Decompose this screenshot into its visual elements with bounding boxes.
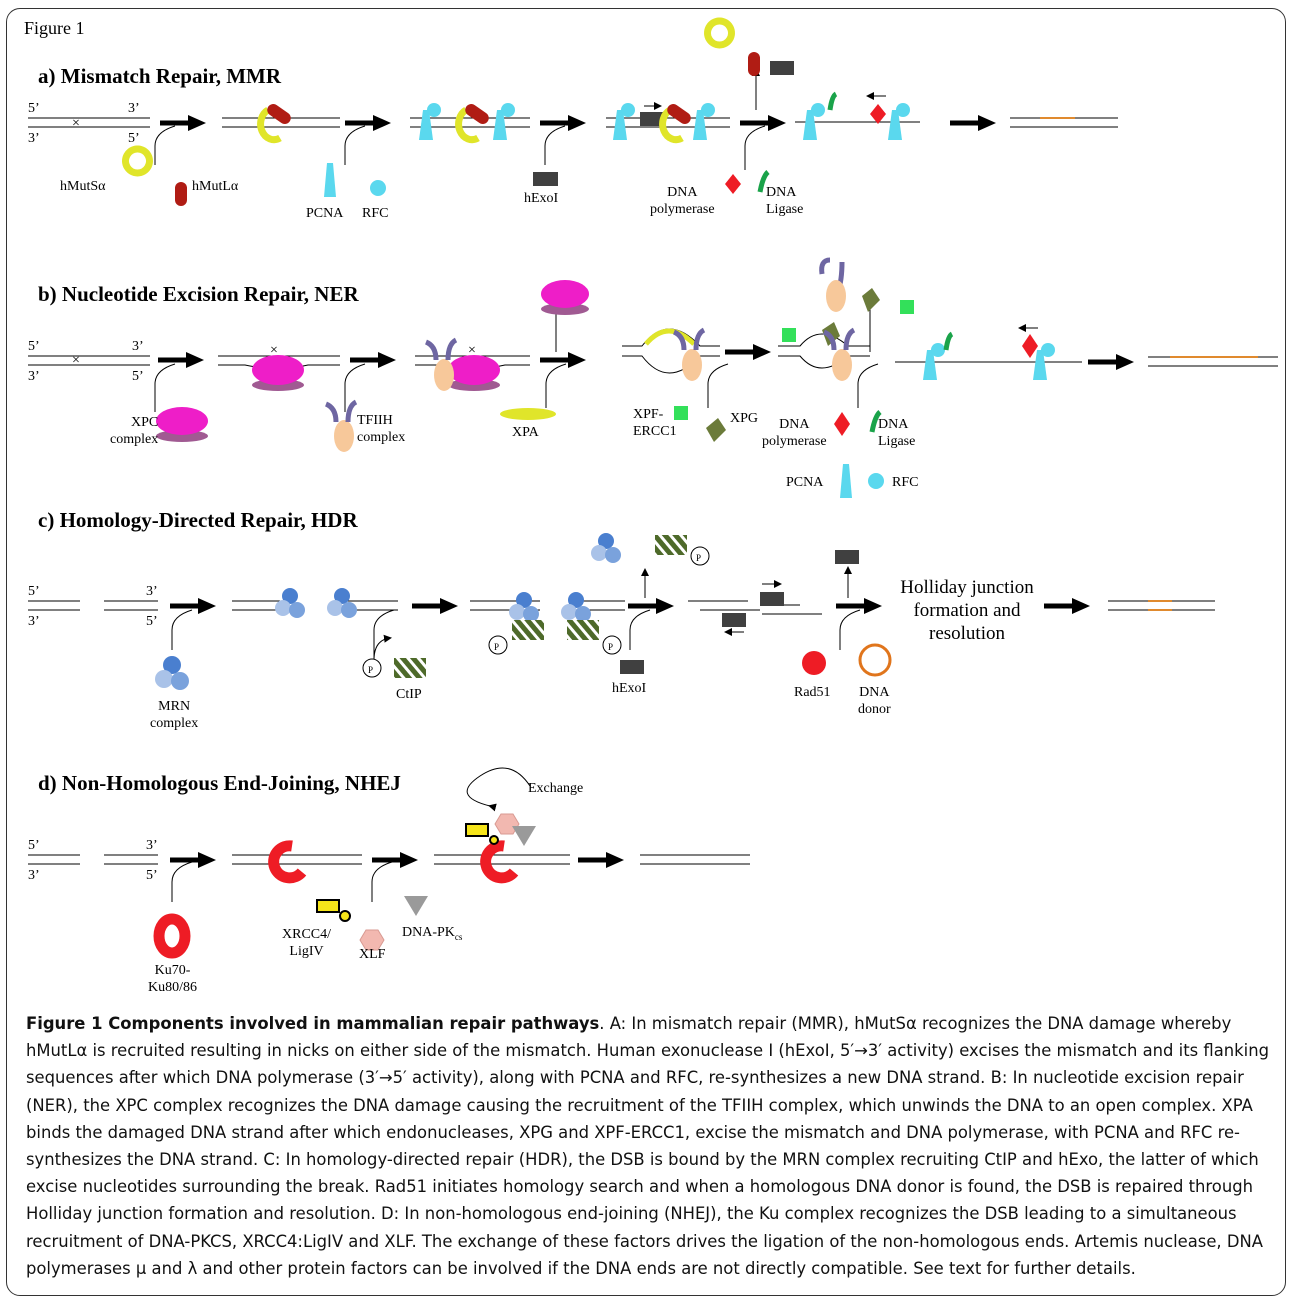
nhej-3prime-bottom: 3’ bbox=[28, 868, 40, 883]
nhej-5prime-bottom: 5’ bbox=[146, 868, 158, 883]
label-hmutsa: hMutSα bbox=[60, 179, 106, 194]
ner-5prime-bottom: 5’ bbox=[132, 369, 144, 384]
pathways-diagram: × bbox=[28, 0, 1278, 959]
hdr-3prime-top: 3’ bbox=[146, 584, 158, 599]
label-rad51: Rad51 bbox=[794, 685, 831, 700]
nhej-diagram bbox=[28, 767, 750, 959]
label-mrn: MRN complex bbox=[150, 699, 199, 731]
svg-text:×: × bbox=[270, 343, 278, 358]
label-pcna-mmr: PCNA bbox=[306, 206, 344, 221]
label-exchange: Exchange bbox=[528, 781, 584, 796]
label-dna-ligase-ner: DNA Ligase bbox=[878, 417, 916, 449]
label-tfiih: TFIIH complex bbox=[357, 413, 406, 445]
label-holliday: Holliday junction formation and resoluti… bbox=[900, 577, 1034, 644]
hdr-diagram bbox=[28, 533, 1215, 690]
label-xpa: XPA bbox=[512, 425, 539, 440]
label-p-left: P bbox=[494, 642, 500, 652]
nhej-5prime-top: 5’ bbox=[28, 838, 40, 853]
label-dna-ligase-mmr: DNA Ligase bbox=[766, 185, 804, 217]
label-xpc: XPC complex bbox=[110, 415, 159, 447]
section-title-mmr: a) Mismatch Repair, MMR bbox=[38, 64, 282, 88]
mmr-3prime-top: 3’ bbox=[128, 101, 140, 116]
mmr-5prime-top: 5’ bbox=[28, 101, 40, 116]
ner-diagram: × × × bbox=[28, 257, 1278, 498]
label-p-right: P bbox=[608, 642, 614, 652]
mmr-5prime-bottom: 5’ bbox=[128, 131, 140, 146]
label-dna-donor: DNA donor bbox=[858, 685, 891, 717]
label-rfc-mmr: RFC bbox=[362, 206, 389, 221]
mmr-diagram: × bbox=[28, 21, 1118, 206]
figure-frame bbox=[6, 8, 1286, 1296]
label-p-released: P bbox=[696, 553, 702, 563]
label-xlf: XLF bbox=[359, 947, 386, 962]
label-rfc-ner: RFC bbox=[892, 475, 919, 490]
hdr-5prime-bottom: 5’ bbox=[146, 614, 158, 629]
nhej-3prime-top: 3’ bbox=[146, 838, 158, 853]
mmr-3prime-bottom: 3’ bbox=[28, 131, 40, 146]
label-hexoi-mmr: hExoI bbox=[524, 191, 559, 206]
section-title-hdr: c) Homology-Directed Repair, HDR bbox=[38, 508, 358, 532]
hdr-3prime-bottom: 3’ bbox=[28, 614, 40, 629]
ner-5prime-top: 5’ bbox=[28, 339, 40, 354]
label-dna-polymerase-ner: DNA polymerase bbox=[762, 417, 827, 449]
figure-caption: Figure 1 Components involved in mammalia… bbox=[26, 1010, 1274, 1282]
svg-text:×: × bbox=[468, 343, 476, 358]
section-title-nhej: d) Non-Homologous End-Joining, NHEJ bbox=[38, 771, 401, 795]
label-dna-polymerase-mmr: DNA polymerase bbox=[650, 185, 715, 217]
section-title-ner: b) Nucleotide Excision Repair, NER bbox=[38, 282, 359, 306]
figure-label: Figure 1 bbox=[24, 18, 85, 38]
label-pcna-ner: PCNA bbox=[786, 475, 824, 490]
label-ku: Ku70- Ku80/86 bbox=[148, 963, 197, 995]
label-xrcc4: XRCC4/ LigIV bbox=[282, 927, 332, 959]
label-xpg: XPG bbox=[730, 411, 759, 426]
svg-text:×: × bbox=[72, 116, 80, 131]
hdr-5prime-top: 5’ bbox=[28, 584, 40, 599]
ner-3prime-bottom: 3’ bbox=[28, 369, 40, 384]
caption-title: Figure 1 Components involved in mammalia… bbox=[26, 1014, 600, 1033]
label-hmutla: hMutLα bbox=[192, 179, 239, 194]
label-dnapk: DNA-PKcs bbox=[402, 925, 463, 942]
svg-text:×: × bbox=[72, 353, 80, 368]
label-xpf-ercc1: XPF- ERCC1 bbox=[633, 407, 677, 439]
caption-text: . A: In mismatch repair (MMR), hMutSα re… bbox=[26, 1014, 1269, 1278]
label-ctip: CtIP bbox=[396, 687, 422, 702]
label-hexoi-hdr: hExoI bbox=[612, 681, 647, 696]
ner-3prime-top: 3’ bbox=[132, 339, 144, 354]
label-p-ctip: P bbox=[368, 665, 374, 675]
